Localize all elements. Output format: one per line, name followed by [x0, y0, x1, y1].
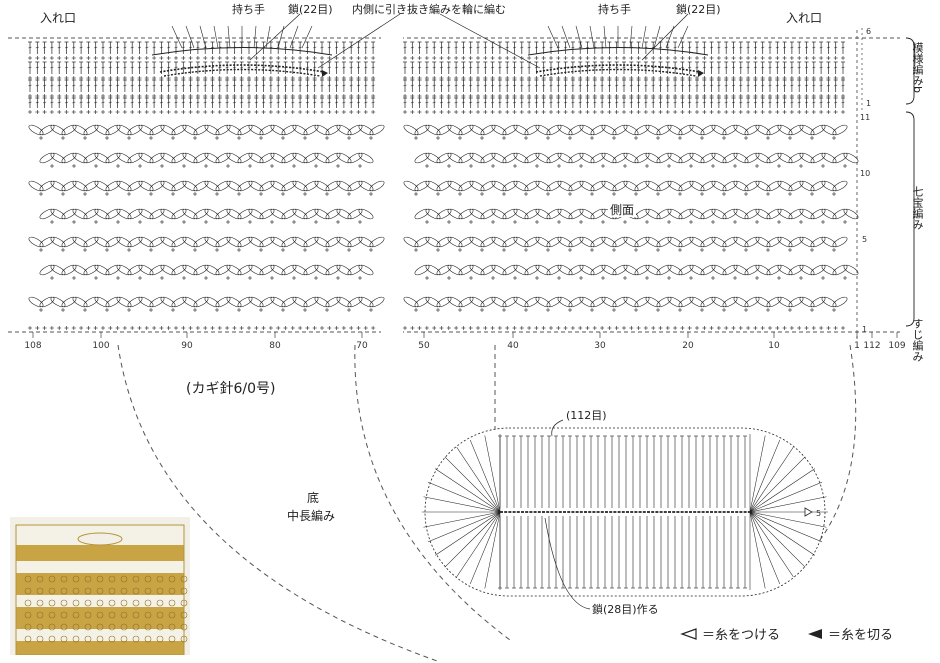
legend-cut: ＝糸を切る — [806, 624, 893, 643]
chain22-label-right: 鎖(22目) — [676, 3, 721, 16]
opening-label-right: 入れ口 — [786, 11, 823, 25]
bottom-stitch-label: 中長編み — [287, 509, 336, 523]
symbol-legend: ＝糸をつける ＝糸を切る — [680, 624, 893, 643]
column-number: 112 — [863, 341, 881, 351]
row-number: 5 — [816, 509, 822, 518]
row-number: 11 — [860, 113, 871, 122]
column-number: 50 — [418, 341, 430, 351]
finished-bag-photo — [10, 517, 190, 655]
column-number: 20 — [682, 341, 694, 351]
legend-attach: ＝糸をつける — [680, 624, 780, 643]
row-number: 10 — [860, 169, 871, 178]
annotation-lines — [117, 13, 857, 663]
open-triangle-icon — [680, 627, 697, 640]
chain22-label-left: 鎖(22目) — [288, 3, 333, 16]
pattern-b-label: 模様編みb — [911, 42, 924, 93]
column-number: 90 — [181, 341, 193, 351]
column-number: 30 — [594, 341, 606, 351]
suji-label: すじ編み — [911, 318, 924, 362]
shippo-label: 七宝編み — [911, 186, 924, 230]
inner-slip-note: 内側に引き抜き編みを輪に編む — [352, 3, 506, 16]
handle-label-right: 持ち手 — [598, 3, 631, 16]
stitch-count-label: (112目) — [566, 409, 607, 422]
column-number: 40 — [507, 341, 519, 351]
stitch-symbols — [28, 25, 915, 330]
side-label: 側面 — [608, 203, 637, 217]
handle-label-left: 持ち手 — [232, 3, 265, 16]
column-number: 100 — [92, 341, 110, 351]
foundation-chain-label: 鎖(28目)作る — [592, 603, 659, 616]
column-number: 70 — [356, 341, 368, 351]
row-number: 1 — [866, 99, 872, 108]
column-number: 80 — [269, 341, 281, 351]
bottom-label: 底 — [307, 491, 320, 505]
column-number: 10 — [768, 341, 780, 351]
row-number: 5 — [862, 235, 868, 244]
row-number: 1 — [862, 325, 868, 334]
hook-size-label: (カギ針6/0号) — [186, 381, 276, 397]
column-number: 108 — [24, 341, 42, 351]
column-number: 109 — [888, 341, 906, 351]
opening-label-left: 入れ口 — [40, 11, 77, 25]
column-number: 1 — [854, 341, 860, 351]
bottom-oval-chart — [422, 427, 828, 597]
row-number: 6 — [866, 27, 872, 36]
filled-triangle-icon — [808, 628, 823, 639]
dashed-guides — [8, 30, 900, 340]
